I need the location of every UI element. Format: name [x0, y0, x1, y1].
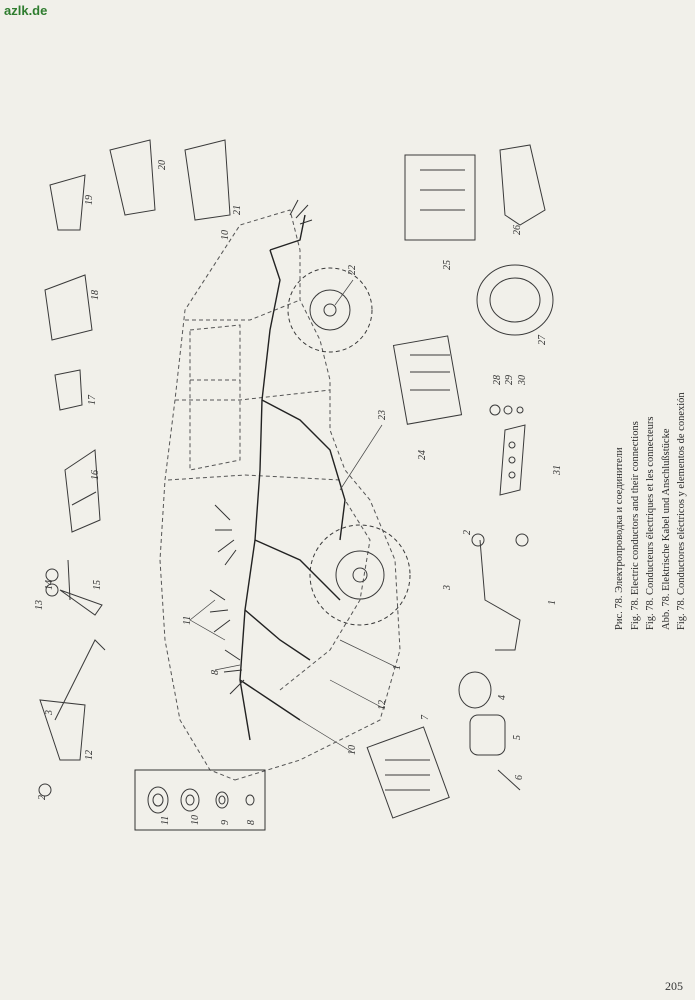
part-number-9-inset: 9 [220, 820, 231, 825]
part-number-30: 30 [517, 375, 528, 386]
connector-25 [404, 154, 476, 241]
part-number-12-b: 12 [377, 700, 388, 710]
terminal-13-15 [45, 559, 103, 616]
part-number-10-inset: 10 [190, 815, 201, 825]
part-number-26: 26 [512, 225, 523, 235]
part-number-11-inset: 11 [160, 816, 171, 825]
caption-fr: Fig. 78. Conducteurs électriques et les … [645, 416, 656, 630]
caption-en: Fig. 78. Electric conductors and their c… [629, 421, 641, 630]
rear-wheel [287, 267, 373, 353]
part-number-21: 21 [232, 205, 243, 215]
connector-24 [392, 335, 463, 425]
part-number-22: 22 [347, 265, 358, 275]
battery-cable-1 [471, 533, 529, 651]
wiring-harness [239, 214, 346, 741]
part-number-10-b: 10 [347, 745, 358, 755]
part-number-15: 15 [92, 580, 103, 590]
grommet-inset-box [134, 769, 266, 831]
caption-es: Fig. 78. Conductores eléctricos y elemen… [676, 392, 687, 630]
part-number-8-inset: 8 [246, 820, 257, 825]
part-number-19: 19 [84, 195, 95, 205]
grommets [147, 786, 255, 814]
part-number-3-b: 3 [442, 585, 453, 591]
connector-27 [476, 264, 554, 336]
part-number-16: 16 [90, 470, 101, 480]
terminal-28-30 [489, 404, 524, 416]
part-number-5: 5 [512, 735, 523, 740]
part-number-3: 3 [44, 710, 55, 716]
part-number-20: 20 [157, 160, 168, 170]
part-number-29: 29 [504, 375, 515, 385]
part-number-27: 27 [537, 334, 548, 345]
part-number-2-b: 2 [462, 530, 473, 535]
part-number-10-top: 10 [220, 230, 231, 240]
part-number-7: 7 [420, 714, 431, 720]
leader-lines [189, 279, 399, 753]
caption-de: Abb. 78. Elektrische Kabel und Anschlußs… [660, 428, 672, 631]
part-number-11: 11 [182, 616, 193, 625]
front-wheel [309, 524, 411, 626]
terminal-strip-31 [499, 424, 526, 496]
part-number-17: 17 [87, 394, 98, 405]
part-number-12: 12 [84, 750, 95, 760]
part-number-31: 31 [552, 465, 563, 476]
terminal-2-3-12 [38, 639, 106, 797]
connector-16 [64, 449, 101, 533]
part-number-6: 6 [514, 775, 525, 780]
part-number-8: 8 [210, 670, 221, 675]
figure-caption: Рис. 78. Электропроводка и соединители F… [612, 392, 690, 630]
connector-26 [499, 144, 546, 226]
page-number: 205 [665, 979, 683, 993]
part-number-18: 18 [90, 290, 101, 300]
part-number-23: 23 [377, 410, 388, 420]
part-number-4: 4 [497, 695, 508, 700]
caption-ru: Рис. 78. Электропроводка и соединители [614, 447, 625, 630]
connector-21 [184, 139, 231, 221]
connector-17 [54, 369, 83, 411]
connector-18 [44, 274, 93, 341]
car-body-outline [159, 209, 401, 781]
part-number-1: 1 [547, 600, 558, 605]
part-number-2: 2 [37, 795, 48, 800]
connector-7 [366, 726, 450, 819]
harness-branches [209, 199, 313, 695]
part-number-13: 13 [34, 600, 45, 610]
part-number-25: 25 [442, 260, 453, 270]
part-number-14: 14 [44, 580, 55, 590]
connector-20 [109, 139, 156, 216]
part-number-24: 24 [417, 450, 428, 460]
watermark-logo: azlk.de [4, 3, 48, 18]
part-number-28: 28 [492, 375, 503, 385]
socket-4-5-6 [458, 671, 521, 791]
connector-19 [49, 174, 86, 231]
